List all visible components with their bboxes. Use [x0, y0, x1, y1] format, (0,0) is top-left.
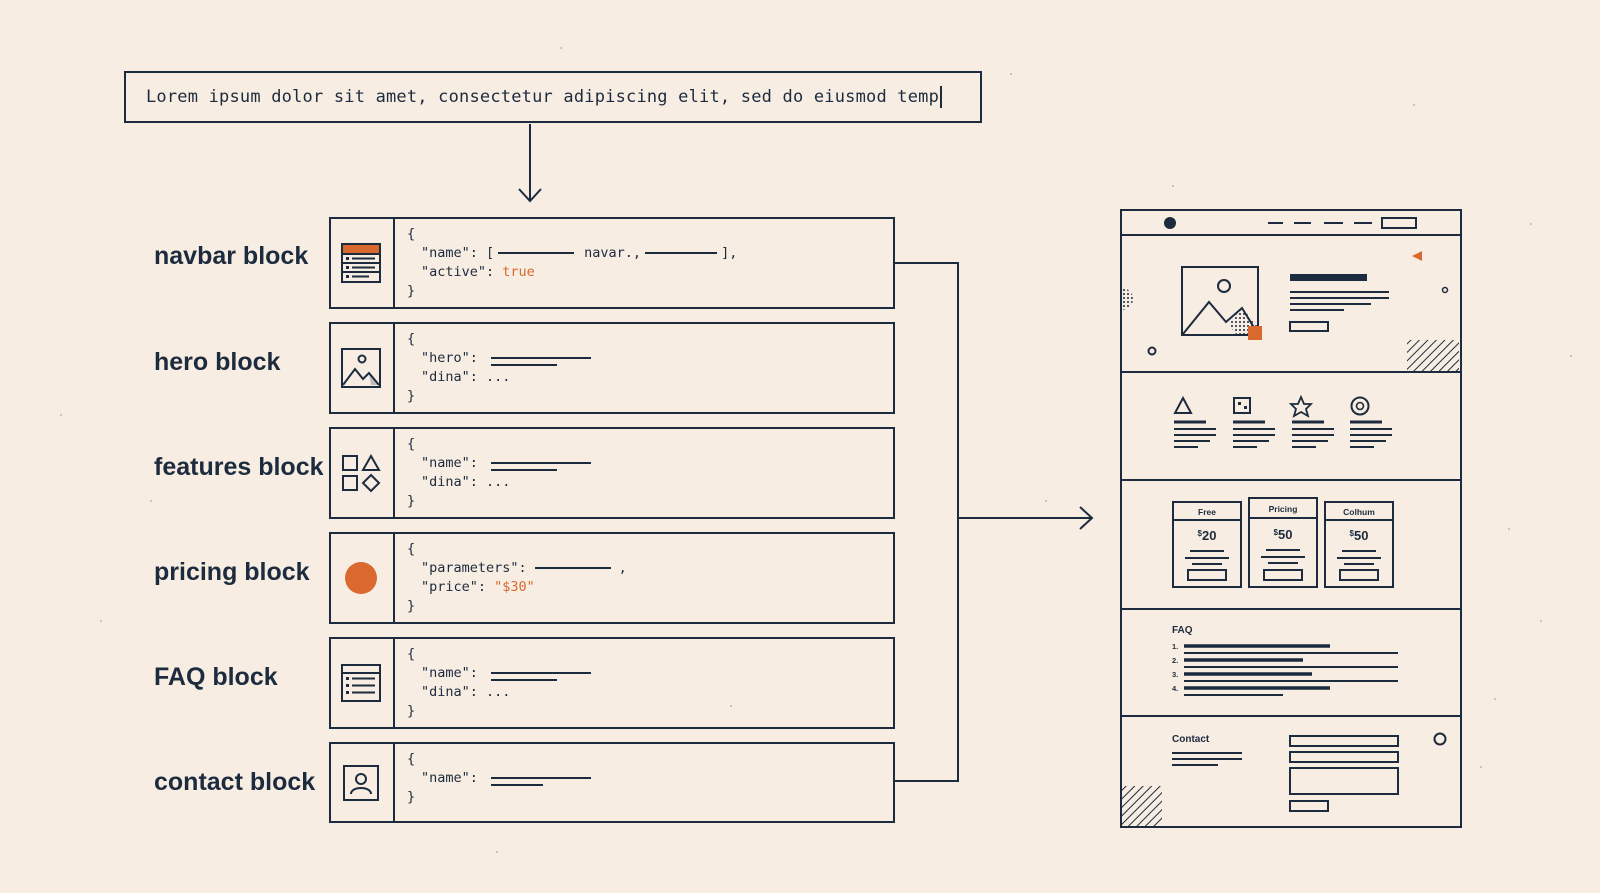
shapes-icon [342, 453, 381, 493]
label-features-block: features block [154, 453, 324, 481]
features-code: { "name": "dina": ... } [407, 435, 887, 511]
pricing-code: { "parameters":, "price": "$30" } [407, 541, 627, 614]
label-faq-block: FAQ block [154, 663, 278, 691]
svg-text:Contact: Contact [1172, 734, 1210, 745]
pricing-block-card[interactable]: { "parameters":, "price": "$30" } [329, 532, 895, 624]
hero-code: { "hero": "dina": ... } [407, 330, 887, 406]
svg-text:FAQ: FAQ [1172, 625, 1193, 636]
navbar-code: { "name": [navar.,], "active": true } [407, 226, 738, 299]
wire-pricing-card: Colhum $50 [1324, 501, 1394, 588]
label-hero-block: hero block [154, 348, 281, 376]
svg-text:$50: $50 [1350, 528, 1369, 543]
faq-code: { "name": "dina": ... } [407, 645, 887, 721]
label-pricing-block: pricing block [154, 558, 310, 586]
contact-block-card[interactable]: { "name": } [329, 742, 895, 823]
svg-text:3.: 3. [1172, 670, 1178, 679]
page-wireframe: Free $20 Pricing $50 Colhum $50 FAQ 1. 2… [1120, 209, 1462, 828]
label-contact-block: contact block [154, 768, 316, 796]
wire-pricing-card: Free $20 [1172, 501, 1242, 588]
contact-code: { "name": } [407, 750, 887, 807]
wire-pricing-card: Pricing $50 [1248, 497, 1318, 588]
svg-text:Free: Free [1198, 507, 1216, 517]
svg-text:$20: $20 [1198, 528, 1217, 543]
features-block-card[interactable]: { "name": "dina": ... } [329, 427, 895, 519]
label-navbar-block: navbar block [154, 242, 309, 270]
circle-icon [345, 562, 377, 594]
svg-text:2.: 2. [1172, 656, 1178, 665]
prompt-input[interactable]: Lorem ipsum dolor sit amet, consectetur … [124, 71, 982, 123]
svg-text:1.: 1. [1172, 642, 1178, 651]
image-icon [341, 348, 381, 388]
list-icon [341, 664, 381, 702]
svg-text:Colhum: Colhum [1343, 507, 1375, 517]
svg-text:4.: 4. [1172, 684, 1178, 693]
svg-text:$50: $50 [1274, 527, 1293, 542]
prompt-text: Lorem ipsum dolor sit amet, consectetur … [146, 87, 940, 107]
text-caret [940, 86, 943, 108]
navbar-block-card[interactable]: { "name": [navar.,], "active": true } [329, 217, 895, 309]
svg-text:Pricing: Pricing [1269, 504, 1298, 514]
navbar-icon [341, 243, 381, 283]
faq-block-card[interactable]: { "name": "dina": ... } [329, 637, 895, 729]
user-icon [343, 764, 379, 801]
hero-block-card[interactable]: { "hero": "dina": ... } [329, 322, 895, 414]
